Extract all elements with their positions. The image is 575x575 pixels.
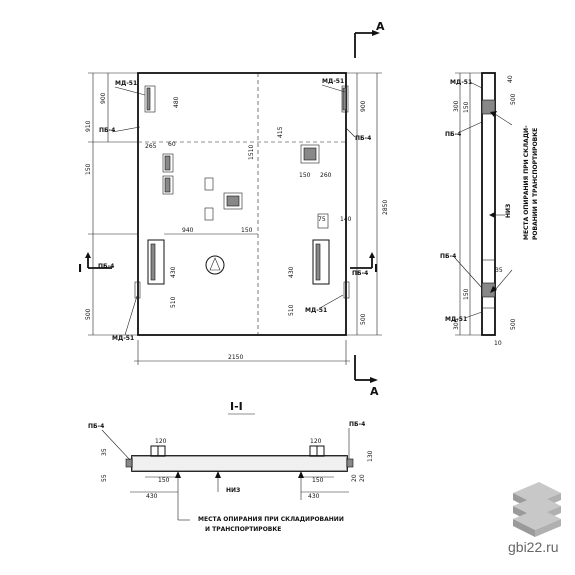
svg-text:1510: 1510 <box>248 145 255 160</box>
svg-text:130: 130 <box>367 450 374 462</box>
section-mark-i-right: I <box>350 252 378 275</box>
section-mark-a-bottom: A <box>354 355 379 398</box>
label-pb4-left-lower: ПБ-4 <box>98 263 114 270</box>
label-pb4-left: ПБ-4 <box>99 127 115 134</box>
label-md51-bottomleft: МД-51 <box>112 335 134 342</box>
overall-height-label: 2850 <box>382 200 389 215</box>
svg-text:150: 150 <box>241 227 253 234</box>
side-label-md51-top: МД-51 <box>450 79 472 86</box>
section-i-right-letter: I <box>374 262 378 275</box>
svg-text:260: 260 <box>320 172 332 179</box>
svg-text:480: 480 <box>173 96 180 108</box>
watermark: gbi22.ru <box>508 482 561 555</box>
section-i-left-letter: I <box>78 262 82 275</box>
label-md51-topleft: МД-51 <box>115 80 137 87</box>
svg-text:940: 940 <box>182 227 194 234</box>
svg-text:900: 900 <box>100 92 107 104</box>
svg-text:430: 430 <box>170 266 177 278</box>
svg-text:60: 60 <box>168 141 176 148</box>
mark-symbol <box>205 255 225 275</box>
section-view: I-I 430 430 150 150 120 120 35 55 130 20… <box>88 400 374 533</box>
svg-text:900: 900 <box>360 100 367 112</box>
svg-text:35: 35 <box>495 267 503 274</box>
side-view: 300 150 150 300 500 500 40 35 10 МД-51 П… <box>440 72 539 347</box>
svg-text:430: 430 <box>308 493 320 500</box>
section-mark-i-left: I <box>78 252 112 275</box>
section-label-niz: НИЗ <box>226 487 240 494</box>
section-note-line2: И ТРАНСПОРТИРОВКЕ <box>205 526 281 533</box>
svg-text:510: 510 <box>288 304 295 316</box>
svg-text:120: 120 <box>310 438 322 445</box>
side-note-line1: МЕСТА ОПИРАНИЯ ПРИ СКЛАДИ- <box>523 125 530 240</box>
svg-text:150: 150 <box>299 172 311 179</box>
section-label-pb4-right: ПБ-4 <box>349 421 365 428</box>
svg-text:150: 150 <box>312 477 324 484</box>
svg-text:20: 20 <box>359 474 366 482</box>
svg-text:910: 910 <box>85 120 92 132</box>
svg-text:120: 120 <box>155 438 167 445</box>
svg-text:55: 55 <box>101 474 108 482</box>
svg-text:300: 300 <box>453 318 460 330</box>
label-pb4-right: ПБ-4 <box>355 135 371 142</box>
svg-text:40: 40 <box>507 75 514 83</box>
svg-text:35: 35 <box>101 448 108 456</box>
side-label-pb4-top: ПБ-4 <box>445 131 461 138</box>
side-label-pb4-bottom: ПБ-4 <box>440 253 456 260</box>
svg-text:415: 415 <box>277 126 284 138</box>
overall-width-label: 2150 <box>228 354 243 361</box>
side-note-line2: РОВАНИИ И ТРАНСПОРТИРОВКЕ <box>532 128 539 240</box>
plan-view: A A I I <box>78 20 389 398</box>
svg-text:500: 500 <box>510 318 517 330</box>
svg-text:430: 430 <box>288 266 295 278</box>
side-label-md51-bottom: МД-51 <box>445 316 467 323</box>
svg-text:500: 500 <box>510 93 517 105</box>
section-label-pb4-left: ПБ-4 <box>88 423 104 430</box>
section-note-line1: МЕСТА ОПИРАНИЯ ПРИ СКЛАДИРОВАНИИ <box>198 516 344 523</box>
svg-text:265: 265 <box>145 143 157 150</box>
svg-text:20: 20 <box>351 474 358 482</box>
svg-text:150: 150 <box>158 477 170 484</box>
svg-text:300: 300 <box>453 100 460 112</box>
svg-text:150: 150 <box>85 163 92 175</box>
svg-text:500: 500 <box>360 313 367 325</box>
svg-text:150: 150 <box>463 288 470 300</box>
label-md51-topright: МД-51 <box>322 78 344 85</box>
svg-text:10: 10 <box>494 340 502 347</box>
watermark-text: gbi22.ru <box>508 539 559 555</box>
side-label-niz: НИЗ <box>505 204 512 218</box>
logo-icon <box>513 482 561 537</box>
svg-text:75: 75 <box>318 216 326 223</box>
section-letter-top: A <box>376 20 385 33</box>
svg-text:510: 510 <box>170 296 177 308</box>
section-title: I-I <box>230 400 243 413</box>
label-pb4-right-lower: ПБ-4 <box>352 270 368 277</box>
side-panel-outline <box>481 72 496 336</box>
panel-outline <box>137 72 347 336</box>
label-md51-bottomright: МД-51 <box>305 307 327 314</box>
svg-text:140: 140 <box>340 216 352 223</box>
svg-text:430: 430 <box>146 493 158 500</box>
section-mark-a-top: A <box>354 20 385 58</box>
svg-text:500: 500 <box>85 308 92 320</box>
svg-text:150: 150 <box>463 101 470 113</box>
section-letter-bottom: A <box>370 385 379 398</box>
